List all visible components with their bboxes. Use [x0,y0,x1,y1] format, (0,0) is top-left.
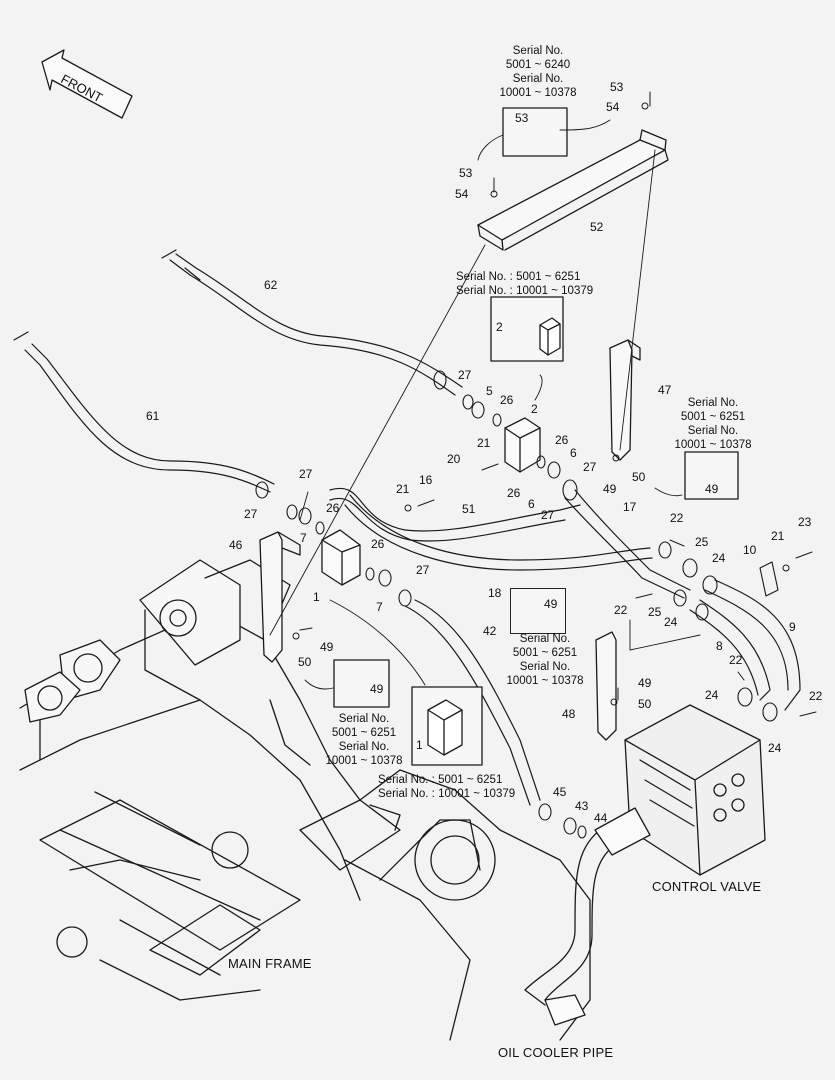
serial-note-frame-left: Serial No. 5001 ~ 6251 Serial No. 10001 … [325,713,403,767]
callout-49: 49 [544,597,558,611]
callout-1: 1 [313,590,320,604]
callout-26: 26 [326,501,340,515]
callout-22: 22 [670,511,684,525]
callout-26: 26 [555,433,569,447]
callout-42: 42 [483,624,497,638]
hose-62 [161,249,463,396]
callout-1: 1 [416,738,423,752]
serial-note-valve-upper: Serial No. : 5001 ~ 6251 Serial No. : 10… [456,271,594,297]
callout-24: 24 [664,615,678,629]
callout-18: 18 [488,586,502,600]
callout-6: 6 [570,446,577,460]
callout-50: 50 [632,470,646,484]
callout-54: 54 [606,100,620,114]
callout-27: 27 [299,467,313,481]
main-frame-outline [19,559,591,1041]
control-valve [624,704,766,876]
callout-16: 16 [419,473,433,487]
callout-49: 49 [320,640,334,654]
callout-50: 50 [298,655,312,669]
callout-62: 62 [264,278,278,292]
callout-26: 26 [500,393,514,407]
callout-8: 8 [716,639,723,653]
fittings [255,370,779,839]
front-arrow-icon [41,49,133,119]
callout-22: 22 [729,653,743,667]
serial-note-bracket-right: Serial No. 5001 ~ 6251 Serial No. 10001 … [674,397,752,451]
bolts [292,91,817,717]
callout-46: 46 [229,538,243,552]
callout-48: 48 [562,707,576,721]
pipe-8-9 [689,579,801,711]
callout-20: 20 [447,452,461,466]
hose-61 [13,331,275,493]
callout-27: 27 [416,563,430,577]
callout-26: 26 [507,486,521,500]
hose-42 [404,599,541,806]
callout-25: 25 [695,535,709,549]
caption-main-frame: MAIN FRAME [228,956,312,971]
callout-53: 53 [610,80,624,94]
callout-21: 21 [477,436,491,450]
callout-27: 27 [583,460,597,474]
callout-47: 47 [658,383,672,397]
callout-53: 53 [459,166,473,180]
callout-24: 24 [705,688,719,702]
callout-9: 9 [789,620,796,634]
callout-45: 45 [553,785,567,799]
callout-27: 27 [541,508,555,522]
callout-7: 7 [300,531,307,545]
callout-23: 23 [798,515,812,529]
callout-27: 27 [244,507,258,521]
serial-note-valve-lower: Serial No. : 5001 ~ 6251 Serial No. : 10… [378,774,516,800]
oil-cooler-pipe [524,807,651,1026]
callout-22: 22 [614,603,628,617]
bracket-48 [595,631,617,741]
callout-25: 25 [648,605,662,619]
callout-5: 5 [486,384,493,398]
bracket-47 [609,339,641,461]
callout-43: 43 [575,799,589,813]
callout-2: 2 [496,320,503,334]
callout-2: 2 [531,402,538,416]
callout-49: 49 [638,676,652,690]
callout-26: 26 [371,537,385,551]
callout-52: 52 [590,220,604,234]
callout-21: 21 [771,529,785,543]
callout-22: 22 [809,689,823,703]
callout-7: 7 [376,600,383,614]
callout-27: 27 [458,368,472,382]
callout-10: 10 [743,543,757,557]
caption-oil-cooler-pipe: OIL COOLER PIPE [498,1045,614,1060]
callout-53: 53 [515,111,529,125]
callout-24: 24 [768,741,782,755]
callout-51: 51 [462,502,476,516]
block-2 [504,417,541,473]
caption-control-valve: CONTROL VALVE [652,879,762,894]
callout-49: 49 [603,482,617,496]
leader-lines [269,119,701,690]
callout-24: 24 [712,551,726,565]
callout-50: 50 [638,697,652,711]
callout-54: 54 [455,187,469,201]
valve-1 [321,529,361,586]
callout-44: 44 [594,811,608,825]
callout-17: 17 [623,500,637,514]
callout-49: 49 [370,682,384,696]
serial-note-bracket-top: Serial No. 5001 ~ 6240 Serial No. 10001 … [499,45,577,99]
callout-6: 6 [528,497,535,511]
serial-note-bracket-mid: Serial No. 5001 ~ 6251 Serial No. 10001 … [506,633,584,687]
hose-18 [344,494,653,571]
callout-61: 61 [146,409,160,423]
bracket-52 [477,129,669,251]
bracket-46 [259,531,301,663]
serial-box-bracket-mid [510,588,566,634]
hose-17 [564,489,691,599]
callout-21: 21 [396,482,410,496]
callout-49: 49 [705,482,719,496]
